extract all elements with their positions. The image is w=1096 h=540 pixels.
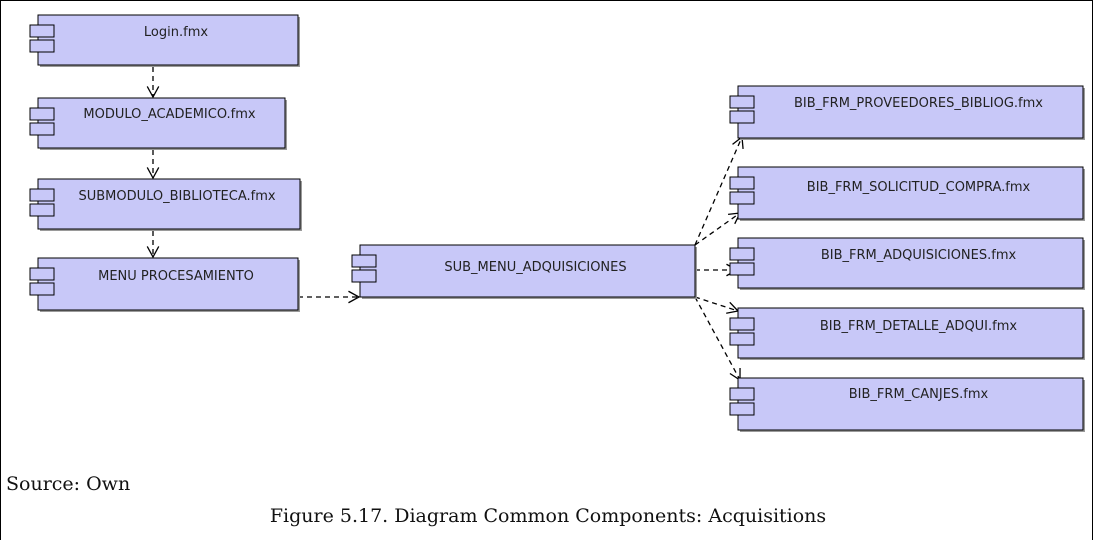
arrow-head [726, 301, 740, 314]
component-tab-icon [351, 254, 377, 268]
component-label: MENU PROCESAMIENTO [98, 269, 254, 284]
arrow-head [146, 167, 160, 180]
component-submodulo-biblioteca: SUBMODULO_BIBLIOTECA.fmx [29, 178, 302, 231]
component-tab-icon [729, 191, 755, 205]
component-tab-icon [29, 122, 55, 136]
dependency-arrow [146, 231, 160, 259]
figure-caption: Figure 5.17. Diagram Common Components: … [269, 505, 827, 527]
component-login: Login.fmx [29, 14, 300, 67]
component-modulo-academico: MODULO_ACADEMICO.fmx [29, 97, 287, 150]
component-tab-icon [729, 402, 755, 416]
component-label: BIB_FRM_SOLICITUD_COMPRA.fmx [807, 180, 1031, 195]
component-nodes: Login.fmxMODULO_ACADEMICO.fmxSUBMODULO_B… [29, 14, 1085, 432]
component-tab-icon [29, 188, 55, 202]
component-tab-icon [29, 107, 55, 121]
dependency-arrow [694, 212, 742, 246]
component-proveedores: BIB_FRM_PROVEEDORES_BIBLIOG.fmx [729, 85, 1085, 140]
arrow-head [348, 290, 361, 304]
dependency-line [694, 136, 743, 246]
component-tab-icon [351, 269, 377, 283]
component-detalle-adqui: BIB_FRM_DETALLE_ADQUI.fmx [729, 307, 1085, 360]
component-tab-icon [729, 332, 755, 346]
component-tab-icon [29, 267, 55, 281]
arrow-head [146, 246, 160, 259]
component-adquisiciones: BIB_FRM_ADQUISICIONES.fmx [729, 237, 1085, 290]
component-tab-icon [29, 282, 55, 296]
component-box [37, 178, 301, 230]
component-solicitud-compra: BIB_FRM_SOLICITUD_COMPRA.fmx [729, 166, 1085, 221]
component-box [37, 14, 299, 66]
component-label: MODULO_ACADEMICO.fmx [83, 107, 256, 122]
component-box [737, 377, 1084, 431]
component-label: BIB_FRM_DETALLE_ADQUI.fmx [820, 319, 1018, 334]
component-label: BIB_FRM_PROVEEDORES_BIBLIOG.fmx [794, 96, 1043, 111]
component-label: BIB_FRM_ADQUISICIONES.fmx [821, 248, 1017, 263]
source-note: Source: Own [6, 473, 131, 495]
component-box [737, 307, 1084, 359]
component-box [737, 166, 1084, 220]
component-box [359, 244, 696, 298]
dependency-line [694, 212, 741, 246]
component-box [37, 257, 299, 311]
component-label: Login.fmx [144, 25, 208, 40]
component-tab-icon [29, 203, 55, 217]
dependency-arrow [694, 296, 740, 314]
component-label: BIB_FRM_CANJES.fmx [849, 387, 989, 402]
dependency-line [694, 296, 741, 381]
arrow-head [146, 86, 160, 99]
component-box [737, 237, 1084, 289]
dependency-arrow [146, 67, 160, 99]
component-box [37, 97, 286, 149]
component-tab-icon [729, 387, 755, 401]
component-tab-icon [729, 110, 755, 124]
component-label: SUB_MENU_ADQUISICIONES [444, 260, 626, 275]
component-sub-menu-adquisiciones: SUB_MENU_ADQUISICIONES [351, 244, 697, 299]
component-tab-icon [29, 24, 55, 38]
component-tab-icon [729, 317, 755, 331]
component-tab-icon [729, 262, 755, 276]
component-box [737, 85, 1084, 139]
dependency-arrow [694, 135, 744, 246]
dependency-arrow [298, 290, 361, 304]
component-tab-icon [729, 176, 755, 190]
dependency-line [694, 296, 739, 312]
component-label: SUBMODULO_BIBLIOTECA.fmx [78, 189, 275, 204]
component-tab-icon [729, 247, 755, 261]
component-tab-icon [29, 39, 55, 53]
component-tab-icon [729, 95, 755, 109]
dependency-arrow [146, 150, 160, 180]
component-diagram: Login.fmxMODULO_ACADEMICO.fmxSUBMODULO_B… [29, 14, 1085, 432]
component-canjes: BIB_FRM_CANJES.fmx [729, 377, 1085, 432]
component-menu-procesamiento: MENU PROCESAMIENTO [29, 257, 300, 312]
